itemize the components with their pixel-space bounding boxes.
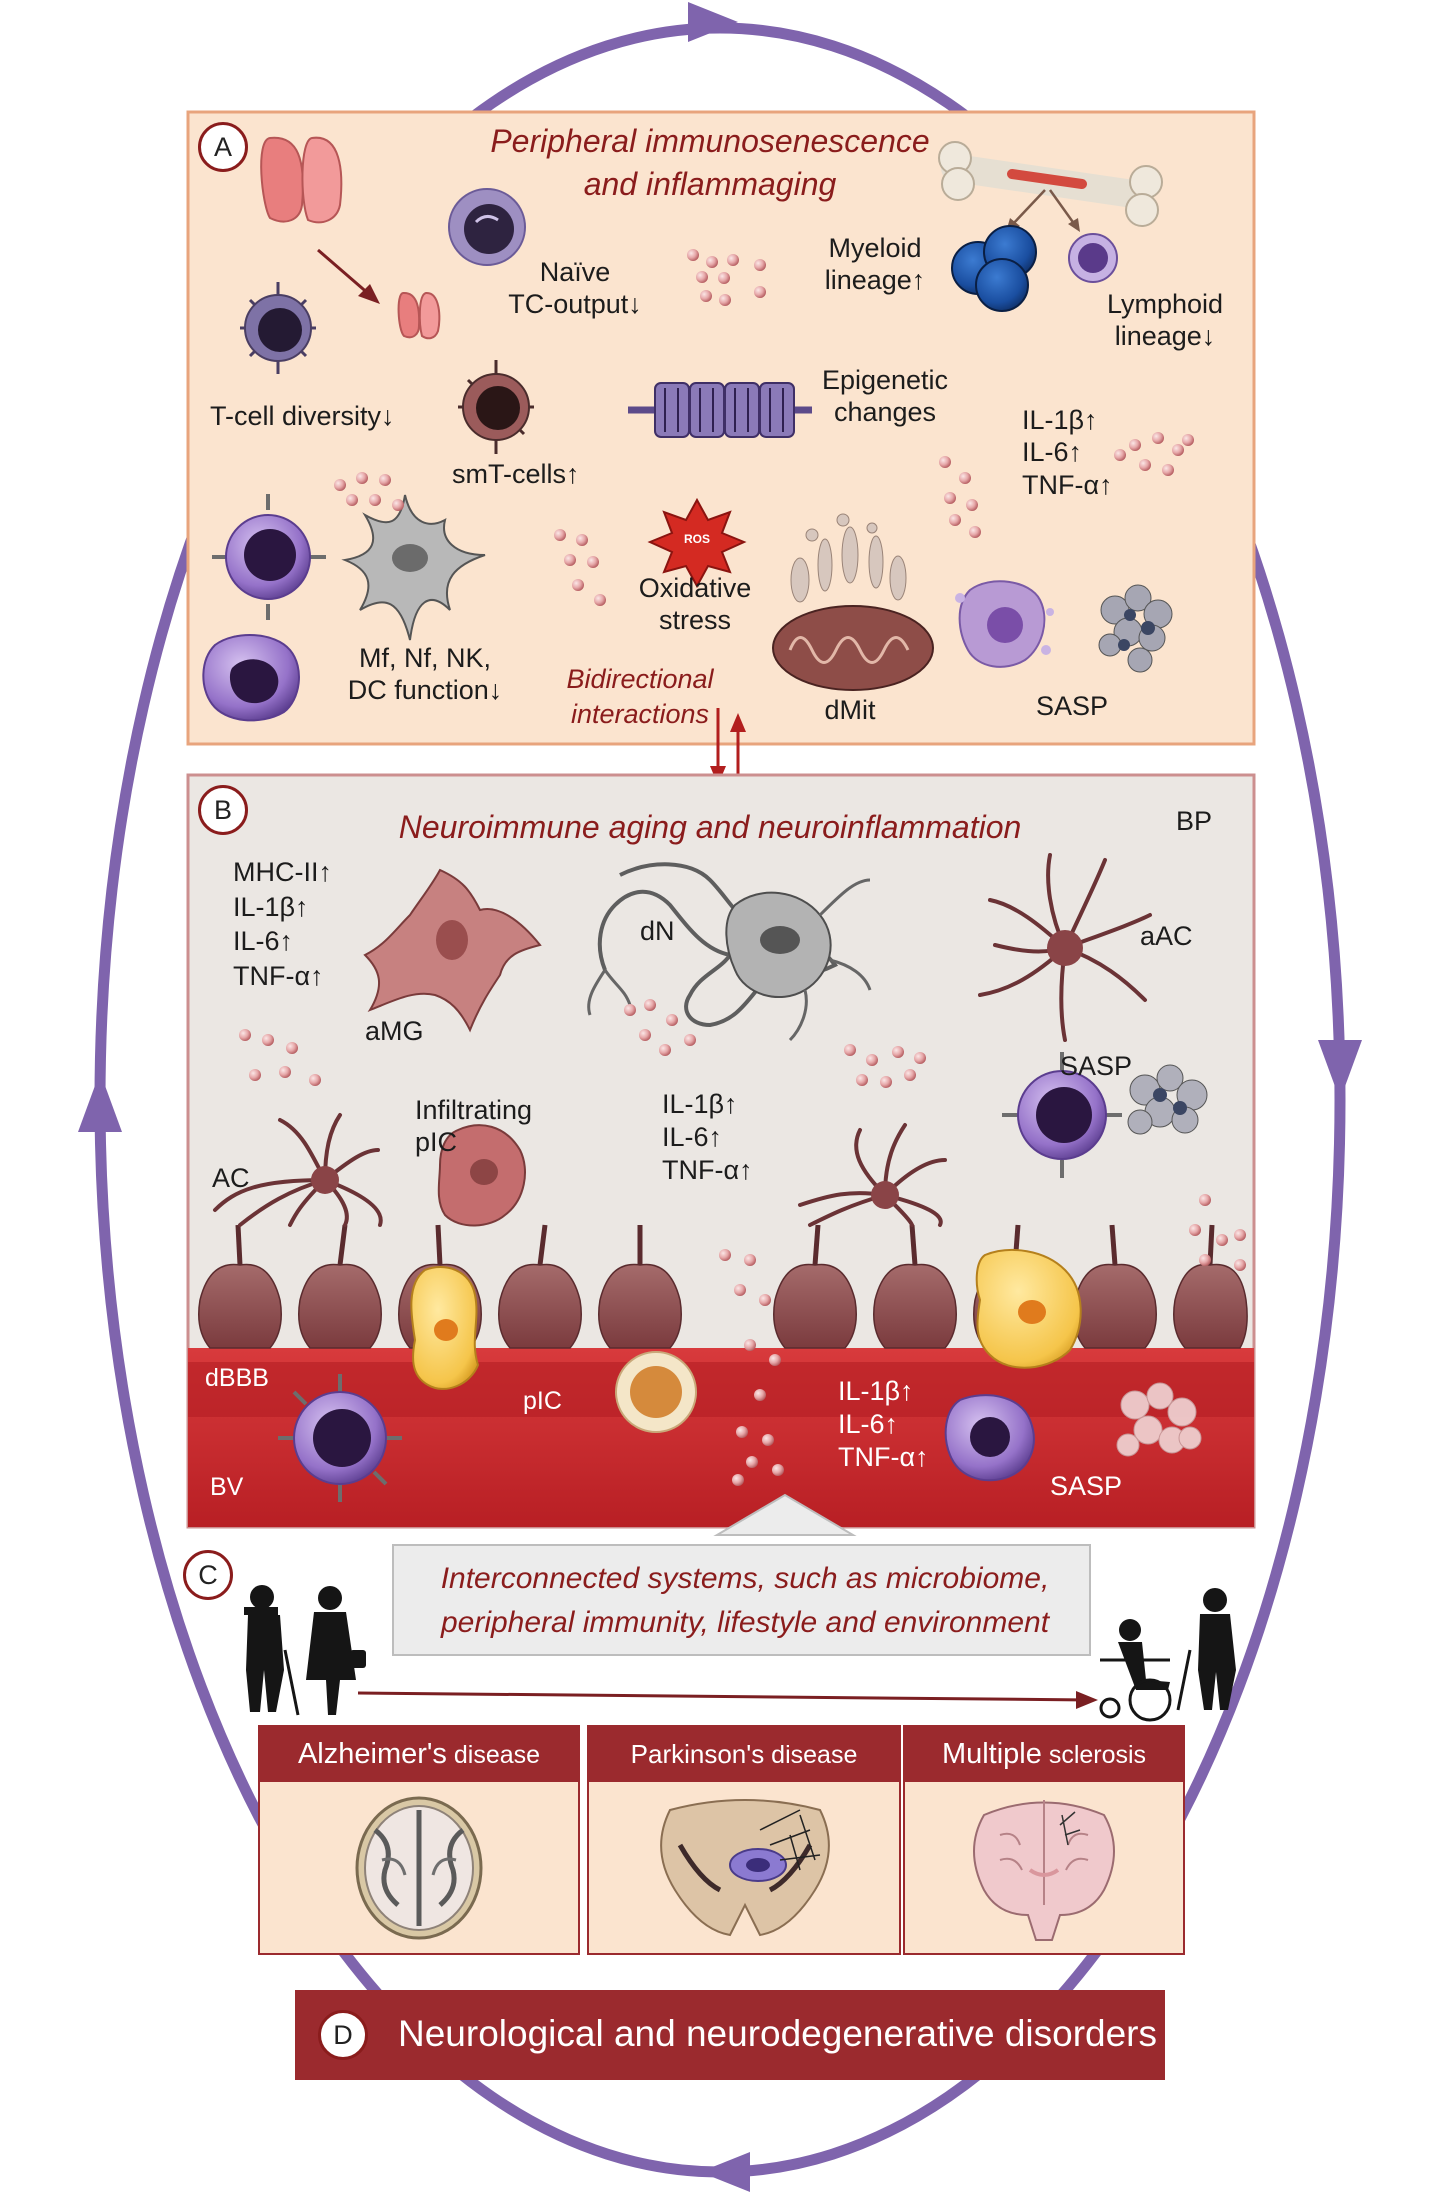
thymus-small-icon [397,291,441,340]
disease-suffix-alzheimers: disease [446,1741,541,1769]
thymus-shrink-arrow [317,248,380,304]
label-infiltrating-pic: Infiltrating pIC [415,1095,533,1158]
sasp-gray-cluster-icon [1127,1064,1208,1135]
vessel-sasp-cluster-icon [1116,1382,1202,1457]
dendritic-cell-icon [341,494,486,641]
vessel-purple-small-cell-icon [944,1394,1035,1482]
lymphoid-cell-icon [1068,233,1118,283]
disease-label-ms: Multiple sclerosis [904,1726,1184,1783]
tcell-diversity-icon [240,282,316,374]
panel-a-title: Peripheral immunosenescence and inflamma… [490,123,930,203]
sasp-senescent-cell-icon [955,580,1054,668]
label-tcell-diversity: T-cell diversity↓ [210,401,395,431]
label-pic: pIC [523,1387,562,1415]
label-sasp-a: SASP [1035,691,1109,721]
disease-header-ms [904,1726,1184,1782]
astrocyte-mid-icon [798,1123,947,1227]
label-aac: aAC [1140,921,1193,951]
panel-b-badge: B [198,785,248,835]
disease-label-alzheimers: Alzheimer's disease [259,1726,579,1783]
aging-timeline-arrow [357,1691,1098,1709]
label-innate-function: Mf, Nf, NK, DC function↓ [347,643,503,706]
activated-microglia-icon [363,868,542,1033]
cytokine-dots [239,249,1246,1486]
macrophage-icon [212,494,326,620]
panel-c-box [392,1544,1091,1656]
disease-name-ms: Multiple [941,1738,1042,1770]
bone-icon [938,141,1163,227]
wheelchair-couple-icon [1099,1588,1236,1722]
label-ros: ROS [683,532,710,546]
label-dmit: dMit [824,695,876,725]
disease-header-parkinsons [588,1726,900,1782]
alzheimers-brain-icon [355,1796,483,1940]
label-mhc-cytokines: MHC-II↑ IL-1β↑ IL-6↑ TNF-α↑ [233,857,332,991]
nk-cell-icon [202,634,300,722]
label-smt-cells: smT-cells↑ [452,459,580,489]
label-epigenetic: Epigenetic changes [821,365,949,428]
vessel-purple-cell-icon [278,1374,402,1502]
vessel-orange-cell-icon [615,1351,697,1433]
cycle-arrow-left [78,1072,122,1132]
panel-a-badge: A [198,122,248,172]
disease-suffix-ms: sclerosis [1041,1741,1147,1769]
panel-d-badge: D [318,2010,368,2060]
label-dbbb: dBBB [205,1364,269,1392]
label-dn: dN [640,916,675,946]
myeloid-cells-icon [951,225,1037,312]
ros-star-icon [647,497,747,589]
disease-header-alzheimers [259,1726,579,1782]
yellow-pic-left-icon [410,1266,480,1390]
astrocyte-left-icon [213,1113,383,1227]
chromatin-icon [628,382,812,438]
label-sasp-b2: SASP [1050,1471,1123,1501]
disease-name-alzheimers: Alzheimer's [297,1738,447,1770]
panel-d-text: Neurological and neurodegenerative disor… [398,2013,1157,2054]
sasp-cluster-icon [1098,584,1173,673]
label-amg: aMG [365,1016,424,1046]
yellow-pic-right-icon [975,1249,1082,1369]
label-bv: BV [210,1473,244,1501]
naive-tcell-icon [448,188,526,266]
label-bp: BP [1176,806,1213,836]
degenerating-neuron-icon [587,862,872,1042]
disease-label-parkinsons: Parkinson's disease [588,1726,900,1783]
cycle-arrow-bottom [700,2152,750,2192]
panel-c-badge: C [183,1550,233,1600]
label-naive-tc: Naïve TC-output↓ [508,257,642,320]
panel-c-text: Interconnected systems, such as microbio… [440,1562,1050,1639]
panel-d-bar [295,1990,1165,2080]
thymus-large-icon [260,136,343,224]
ms-brain-icon [973,1800,1115,1941]
infiltrating-pic-icon [437,1124,526,1227]
sasp-purple-cell-icon [1002,1052,1122,1178]
cycle-arrow-right [1318,1040,1362,1100]
panel-c-up-arrow [713,1493,857,1536]
disease-name-parkinsons: Parkinson's [630,1739,765,1769]
label-cytokines-a: IL-1β↑ IL-6↑ TNF-α↑ [1022,405,1113,500]
label-bidirectional: Bidirectional interactions [566,664,714,729]
parkinsons-midbrain-icon [660,1799,830,1937]
cycle-ellipse [78,2,1362,2192]
label-oxidative-stress: Oxidative stress [638,573,752,636]
panel-b-title: Neuroimmune aging and neuroinflammation [398,809,1022,845]
label-cytokines-vessel: IL-1β↑ IL-6↑ TNF-α↑ [838,1376,929,1472]
label-cytokines-b: IL-1β↑ IL-6↑ TNF-α↑ [662,1089,753,1185]
smt-cell-icon [458,360,534,454]
disease-suffix-parkinsons: disease [764,1741,858,1769]
cycle-arrow-top [688,2,738,42]
mitochondrion-icon [772,513,934,691]
label-sasp-b1: SASP [1060,1051,1133,1081]
elderly-couple-icon [244,1585,366,1716]
label-lymphoid: Lymphoid lineage↓ [1106,289,1224,352]
label-ac: AC [212,1163,250,1193]
activated-astrocyte-icon [978,853,1152,1042]
label-myeloid: Myeloid lineage↑ [824,233,926,296]
